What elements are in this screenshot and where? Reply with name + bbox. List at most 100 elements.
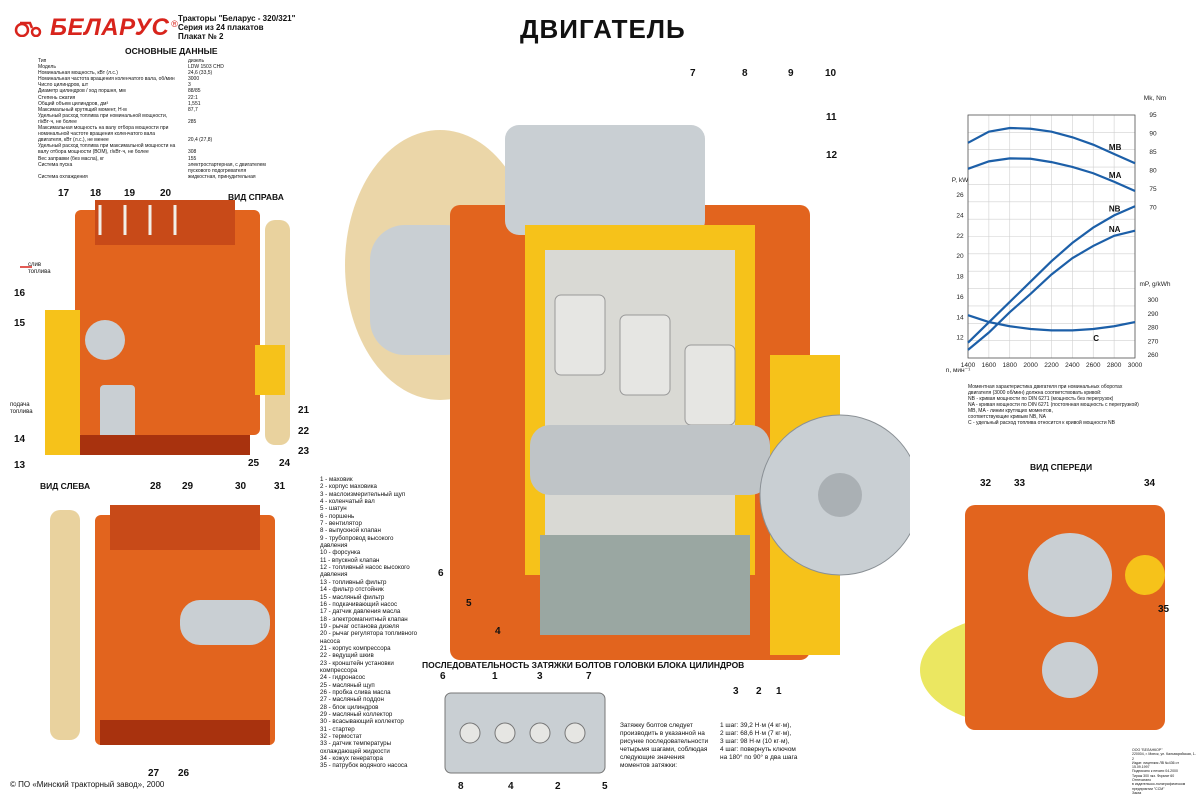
callout-3: 3: [733, 686, 739, 697]
spec-key: Тип: [38, 58, 47, 64]
callout-14: 14: [14, 434, 26, 445]
torque-note: Затяжку болтов следует производить в ука…: [620, 722, 709, 769]
legend-item: 2 - корпус маховика: [320, 483, 377, 491]
spec-row: пускового подогревателя: [38, 168, 338, 174]
callout-4: 4: [508, 781, 514, 792]
torque-axis-label: Mk, Nm: [1144, 95, 1166, 102]
x-tick: 2600: [1086, 362, 1101, 369]
spec-key: г/кВт·ч, не более: [38, 118, 77, 125]
legend-item: 17 - датчик давления масла: [320, 608, 401, 616]
callout-18: 18: [90, 188, 102, 199]
legend-item: 15 - масляный фильтр: [320, 593, 385, 601]
right-view-radiator: [45, 310, 80, 455]
spec-key: Система охлаждения: [38, 173, 88, 180]
power-tick: 12: [956, 335, 964, 342]
right-view-block: [75, 210, 260, 435]
legend-item: 32 - термостат: [320, 733, 362, 741]
right-view-fuel-filter: [100, 385, 135, 440]
legend-item: 3 - маслоизмерительный щуп: [320, 490, 406, 498]
legend-item: 7 - вентилятор: [320, 520, 362, 528]
brand-name: БЕЛАРУС: [50, 14, 170, 41]
page-title: ДВИГАТЕЛЬ: [520, 14, 686, 44]
series-label-MA: MA: [1109, 171, 1122, 180]
left-view-sump: [100, 720, 270, 745]
spec-key: Модель: [38, 64, 56, 71]
spec-key: Диаметр цилиндров / ход поршня, мм: [38, 88, 126, 95]
legend-item: 19 - рычаг останова дизеля: [320, 622, 399, 630]
callout-30: 30: [235, 481, 247, 492]
torque-tick: 95: [1149, 112, 1157, 119]
valve-seat: [529, 722, 551, 744]
legend-item: 11 - впускной клапан: [320, 556, 380, 564]
spec-key: Номинальная мощность, кВт (л.с.): [38, 70, 118, 77]
series-line-NB: [967, 205, 1136, 344]
legend-item: 4 - коленчатый вал: [320, 498, 375, 506]
front-view-alternator: [1125, 555, 1165, 595]
spec-value: 3: [188, 82, 191, 89]
torque-tick: 85: [1149, 149, 1157, 156]
legend-item: 21 - корпус компрессора: [320, 644, 391, 652]
spec-value: жидкостная, принудительная: [188, 173, 256, 180]
crankshaft: [530, 425, 770, 495]
spec-key: Удельный расход топлива при максимальной…: [38, 143, 176, 150]
spec-value: 308: [188, 149, 197, 156]
cylinder-head: [444, 692, 606, 774]
chart-legend-line: двигателя (3000 об/мин) должна соответст…: [968, 390, 1102, 396]
legend-item: 25 - масляный щуп: [320, 681, 375, 689]
torque-step: 1 шаг: 39,2 Н·м (4 кг·м),: [720, 722, 792, 729]
spec-row: Удельный расход топлива при максимальной…: [38, 143, 338, 149]
spec-value: пускового подогревателя: [188, 167, 247, 174]
callout-15: 15: [14, 318, 26, 329]
power-tick: 14: [956, 314, 964, 321]
copyright: © ПО «Минский тракторный завод», 2000: [10, 780, 165, 789]
torque-tick: 90: [1149, 131, 1157, 138]
legend-item: 18 - электромагнитный клапан: [320, 615, 408, 623]
x-tick: 1800: [1003, 362, 1018, 369]
callout-1: 1: [776, 686, 782, 697]
spec-key: Число цилиндров, шт: [38, 82, 89, 89]
publisher-line: Подписано к печати 04.2000: [1132, 769, 1178, 774]
legend-item: давления: [320, 571, 348, 579]
callout-34: 34: [1144, 478, 1156, 489]
spec-value: 87,7: [188, 106, 198, 113]
x-axis-label: n, мин⁻¹: [946, 367, 971, 374]
spec-row: Номинальная мощность, кВт (л.с.)24,6 (33…: [38, 70, 338, 76]
callout-17: 17: [58, 188, 70, 199]
publisher-line: Отпечатано: [1132, 778, 1152, 783]
brand-reg: ®: [171, 19, 178, 29]
left-view-head: [110, 505, 260, 550]
callout-27: 27: [148, 768, 160, 779]
spec-value: 3000: [188, 76, 200, 83]
spec-key: Номинальная частота вращения коленчатого…: [38, 76, 175, 83]
callout-6: 6: [440, 671, 446, 682]
legend-item: 9 - трубопровод высокого: [320, 534, 394, 542]
spec-value: 285: [188, 118, 197, 125]
chart-legend-line: MB, MA - линии крутящих моментов,: [968, 408, 1053, 414]
piston-3: [684, 344, 736, 426]
right-view-fan: [265, 220, 290, 445]
spec-value: 155: [188, 155, 197, 162]
series-line-NA: [967, 229, 1136, 351]
chart-legend-line: Моментная характеристика двигателя при н…: [968, 384, 1123, 390]
poster-header: Тракторы "Беларус - 320/321" Серия из 24…: [178, 14, 295, 41]
legend-item: 29 - масляный коллектор: [320, 711, 393, 718]
legend-item: 34 - кожух генератора: [320, 755, 383, 763]
power-tick: 26: [956, 192, 964, 199]
spec-value: 88/85: [188, 88, 201, 95]
spec-key: Удельный расход топлива при номинальной …: [38, 112, 168, 119]
callout-29: 29: [182, 481, 194, 492]
callout-8: 8: [742, 68, 748, 79]
x-tick: 1600: [982, 362, 997, 369]
legend-item: 16 - подкачивающий насос: [320, 600, 398, 608]
callout-5: 5: [466, 598, 472, 609]
legend-item: 33 - датчик температуры: [320, 740, 392, 748]
right-view-compressor: [255, 345, 285, 395]
legend-item: 28 - блок цилиндров: [320, 703, 379, 711]
flywheel-hub: [818, 473, 862, 517]
torque-step: 4 шаг: повернуть ключом: [720, 746, 796, 753]
